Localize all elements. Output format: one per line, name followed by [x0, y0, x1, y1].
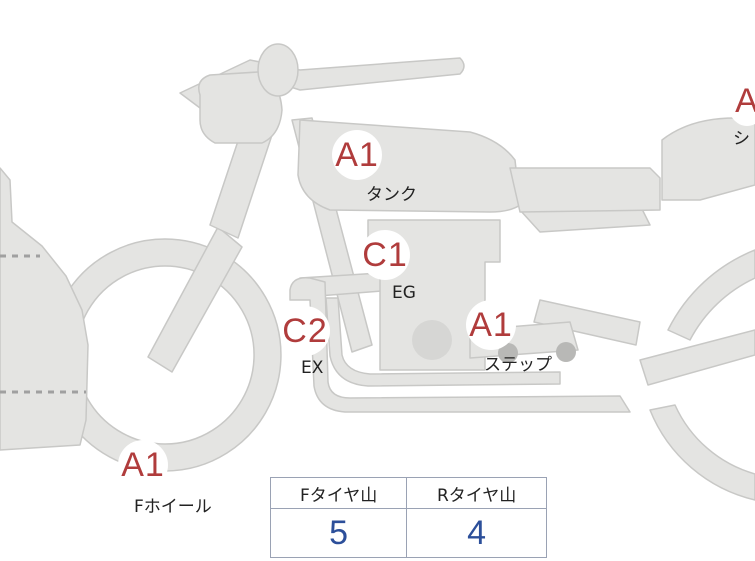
front-wheel-grade-badge: A1 — [118, 440, 168, 490]
front-fork — [147, 226, 243, 373]
seat-grade-badge: A — [727, 76, 755, 126]
front-fender — [0, 167, 89, 451]
exhaust-grade-badge: C2 — [280, 306, 330, 356]
engine-label: EG — [392, 283, 416, 303]
tank-grade-badge: A1 — [332, 130, 382, 180]
front-tire-value: 5 — [269, 508, 408, 558]
tire-tread-table: Fタイヤ山 Rタイヤ山 5 4 — [269, 477, 547, 558]
rear-tire-value: 4 — [406, 508, 547, 558]
rear-tire-header: Rタイヤ山 — [406, 477, 547, 509]
exhaust-label: EX — [301, 358, 324, 378]
rear-wheel — [667, 249, 755, 341]
front-wheel-label: Fホイール — [134, 497, 212, 517]
step-grade-badge: A1 — [466, 300, 516, 350]
engine-grade-badge: C1 — [360, 230, 410, 280]
headlight — [198, 71, 283, 144]
tank-label: タンク — [366, 185, 417, 205]
step-label: ステップ — [484, 355, 552, 375]
front-tire-header: Fタイヤ山 — [269, 477, 408, 509]
seat-label: シ — [733, 129, 750, 149]
exhaust — [289, 277, 631, 413]
handlebar — [179, 57, 465, 109]
seat — [509, 167, 661, 213]
